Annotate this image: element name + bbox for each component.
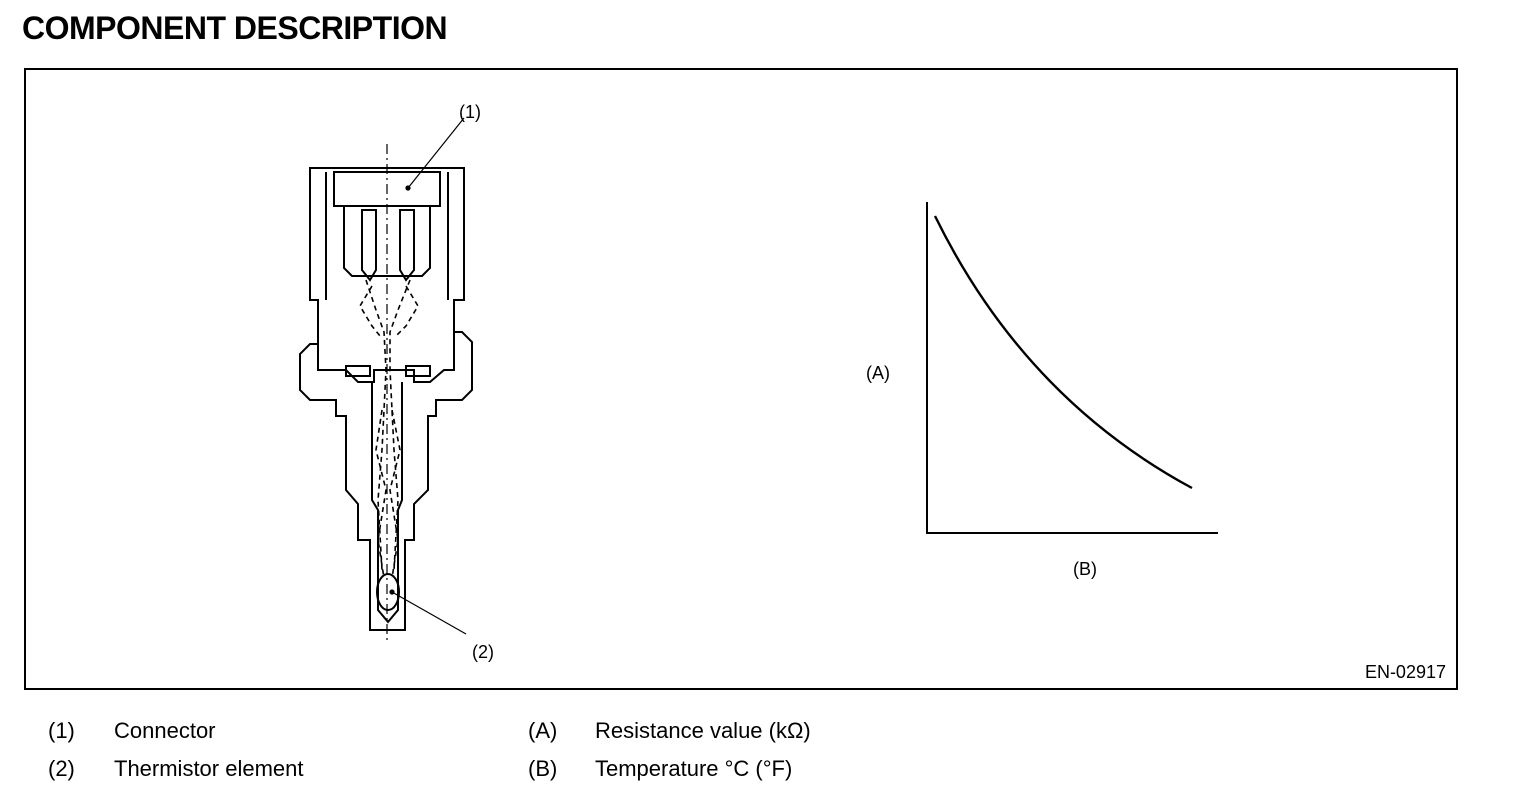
seat-right bbox=[405, 365, 431, 377]
connector-cavity bbox=[343, 206, 431, 277]
legend-text: Connector bbox=[114, 718, 216, 743]
figure-frame: (1) (2) (A) (B) EN-02917 bbox=[24, 68, 1458, 690]
page-title: COMPONENT DESCRIPTION bbox=[22, 10, 448, 46]
legend-text: Thermistor element bbox=[114, 756, 304, 781]
connector-inner-wall bbox=[325, 172, 449, 300]
x-axis-label: (B) bbox=[1073, 559, 1097, 579]
callout-2: (2) bbox=[472, 642, 494, 662]
figure-id: EN-02917 bbox=[1364, 662, 1446, 682]
thermistor-element bbox=[376, 573, 400, 611]
resistance-curve bbox=[933, 215, 1193, 490]
callout-leaders bbox=[389, 117, 467, 635]
legend-key: (B) bbox=[528, 756, 558, 781]
legend-key: (A) bbox=[528, 718, 558, 743]
inner-shoulder bbox=[317, 332, 455, 383]
legend-text: Resistance value (kΩ) bbox=[595, 718, 811, 743]
sensor-drawing bbox=[299, 167, 473, 631]
seat-left bbox=[345, 365, 371, 377]
legend-key: (2) bbox=[48, 756, 75, 781]
terminal-left bbox=[361, 209, 377, 282]
callout-1: (1) bbox=[459, 102, 481, 122]
legend-key: (1) bbox=[48, 718, 75, 743]
probe-tube-inner bbox=[371, 382, 403, 624]
internal-wiring bbox=[359, 279, 419, 579]
legend-text: Temperature °C (°F) bbox=[595, 756, 793, 781]
figure-drawing: (1) (2) (A) (B) bbox=[299, 102, 1218, 662]
terminal-right bbox=[399, 209, 415, 282]
resistance-graph: (A) (B) bbox=[866, 202, 1218, 579]
sensor-body-outline bbox=[299, 167, 473, 631]
y-axis-label: (A) bbox=[866, 363, 890, 383]
